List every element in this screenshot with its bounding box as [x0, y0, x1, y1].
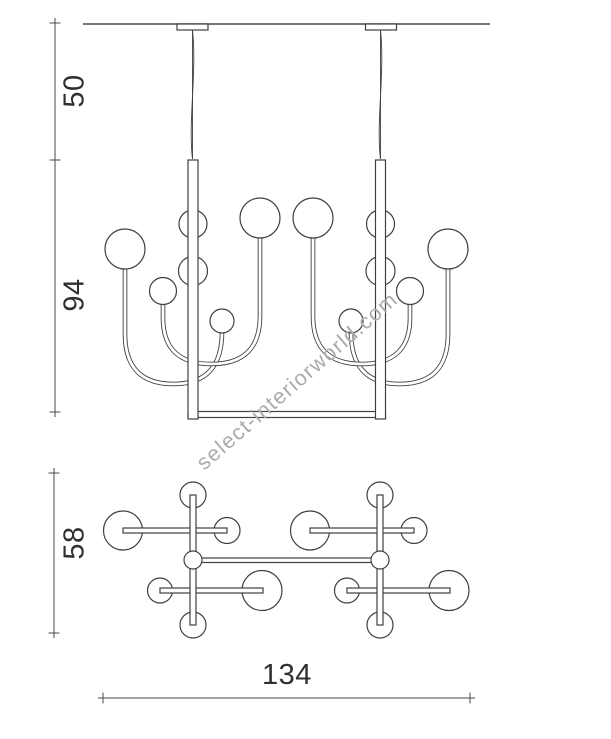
- globe-right-outer-large: [427, 228, 469, 270]
- plan-bar-right-lower: [346, 587, 451, 594]
- plan-view: 58 134: [48, 468, 475, 704]
- stem-left: [187, 159, 199, 420]
- plan-bar-right-upper: [309, 527, 415, 534]
- dimension-plan-depth: 58: [48, 468, 91, 638]
- plan-hub-left: [183, 550, 203, 570]
- globe-left-medium: [148, 276, 178, 306]
- plan-bar-left-lower: [159, 587, 264, 594]
- dimension-label-width: 134: [262, 659, 312, 691]
- dimension-label-suspension: 50: [59, 74, 91, 107]
- globe-right-medium: [395, 276, 425, 306]
- arm-right-inner-u: [310, 236, 413, 367]
- arm-right-outer-u: [348, 268, 451, 387]
- globe-right-tall-large: [292, 197, 334, 239]
- stem-right: [374, 159, 387, 420]
- canopy-right: [364, 23, 398, 31]
- globe-left-tall-large: [239, 197, 281, 239]
- bottom-frame-bar: [187, 410, 387, 419]
- dimension-label-depth: 58: [59, 526, 91, 559]
- arm-left-outer-u: [122, 268, 225, 387]
- front-view: 50 94: [49, 18, 490, 420]
- globe-right-small: [338, 308, 364, 334]
- dimension-front-vertical: 50 94: [49, 18, 91, 417]
- plan-connector-bar: [192, 557, 381, 564]
- dimension-plan-width: 134: [98, 659, 475, 704]
- arm-left-inner-u: [160, 236, 263, 367]
- globe-left-outer-large: [104, 228, 146, 270]
- suspension-cable-left: [190, 29, 195, 160]
- plan-bar-left-upper: [122, 527, 228, 534]
- canopy-left: [176, 23, 209, 31]
- dimension-label-body: 94: [59, 278, 91, 311]
- suspension-cable-right: [378, 29, 383, 160]
- plan-hub-right: [370, 550, 390, 570]
- globe-left-small: [209, 308, 235, 334]
